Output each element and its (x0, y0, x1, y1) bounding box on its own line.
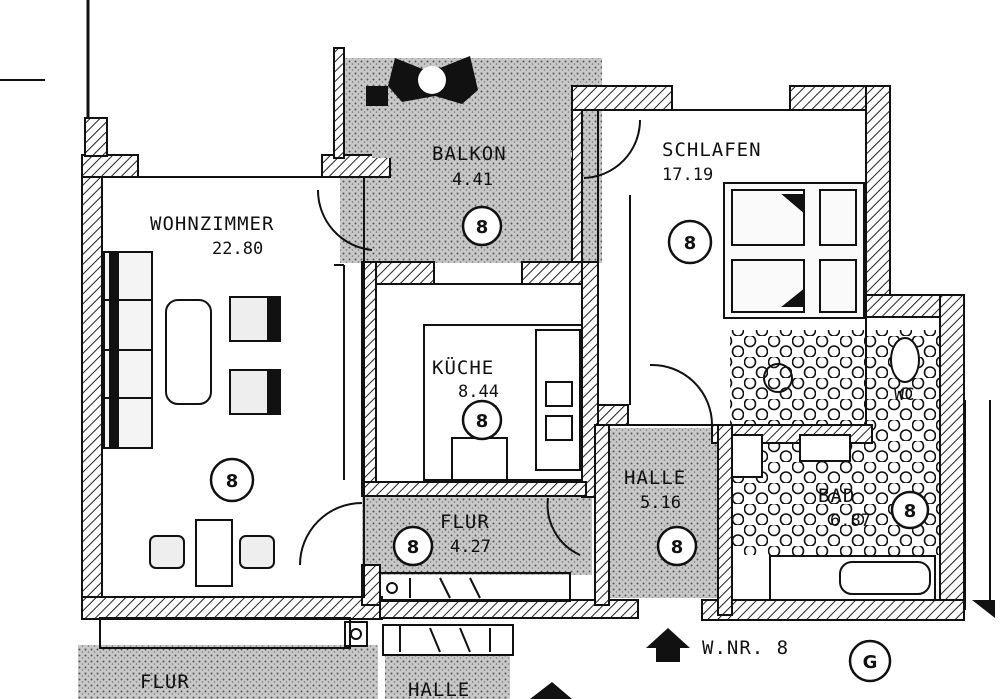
area-wohnzimmer: 22.80 (212, 239, 263, 259)
label-flur: FLUR (440, 511, 490, 533)
label-halle: HALLE (624, 467, 686, 489)
entrance-marker: G (863, 652, 878, 673)
label-wc: WC (894, 385, 914, 405)
area-balkon: 4.41 (452, 170, 493, 190)
sofa (103, 251, 153, 449)
bedroom-lamp (763, 363, 793, 393)
balkon-door-gap (372, 150, 572, 158)
lower-halle-floor (385, 655, 510, 699)
area-kueche: 8.44 (458, 382, 499, 402)
unit-schlafen: 8 (684, 233, 697, 254)
label-lower-flur: FLUR (140, 671, 190, 693)
unit-kueche: 8 (476, 411, 489, 432)
balkon-plant (366, 56, 478, 106)
unit-halle: 8 (671, 537, 684, 558)
unit-bad: 8 (904, 501, 917, 522)
flur-door-swing (299, 502, 363, 566)
bath-fixtures (731, 337, 936, 601)
label-kueche: KÜCHE (432, 356, 494, 379)
unit-flur: 8 (407, 537, 420, 558)
area-halle: 5.16 (640, 493, 681, 513)
schlafen-door-swing-top (583, 119, 641, 179)
label-entrance: W.NR. 8 (702, 637, 789, 659)
stair-rails (344, 400, 991, 656)
area-schlafen: 17.19 (662, 165, 713, 185)
label-bad: BAD (818, 485, 855, 507)
lower-flur-floor (78, 645, 378, 699)
armchairs (229, 296, 281, 415)
label-schlafen: SCHLAFEN (662, 139, 762, 161)
label-balkon: BALKON (432, 143, 507, 165)
halle-floor (595, 428, 730, 598)
area-bad: 6.87 (830, 511, 871, 531)
coffee-table (165, 299, 212, 405)
dining-set (149, 519, 275, 587)
unit-balkon: 8 (476, 217, 489, 238)
unit-markers (209, 205, 930, 683)
wohnzimmer-door-swing (316, 189, 373, 251)
label-wohnzimmer: WOHNZIMMER (150, 213, 274, 235)
label-lower-halle: HALLE (408, 679, 470, 699)
lower-entrance-arrow-icon (530, 682, 572, 699)
entrance-arrow-icon (646, 628, 690, 662)
area-flur: 4.27 (450, 537, 491, 557)
kueche-door-swing (546, 497, 581, 556)
kitchen-counters (423, 324, 583, 483)
unit-wohnzimmer: 8 (226, 471, 239, 492)
stair-arrow (972, 600, 995, 618)
schlafen-door-swing (649, 363, 713, 426)
bed (723, 182, 865, 319)
